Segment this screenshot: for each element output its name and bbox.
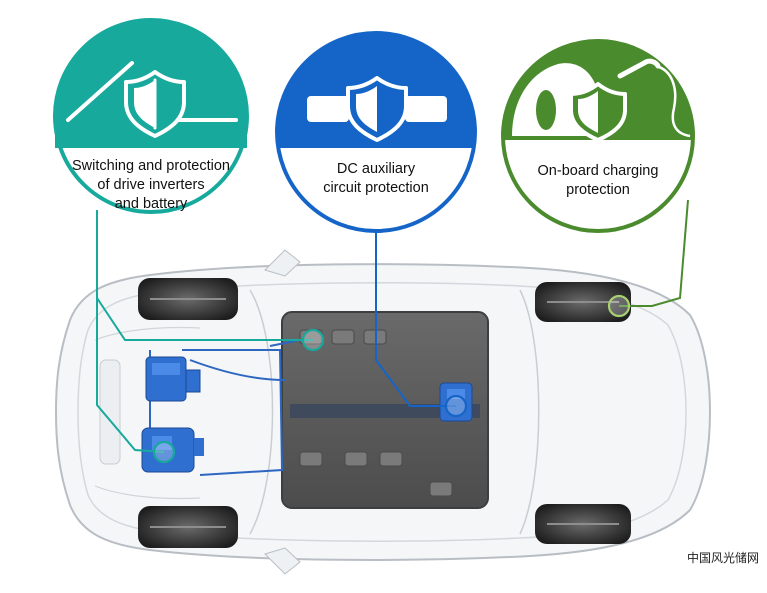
charger-shield-icon — [512, 58, 691, 142]
callout-label-charging: On-board charging protection — [520, 162, 676, 200]
label-line: DC auxiliary — [336, 161, 416, 177]
label-line: Switching and protection — [72, 158, 230, 174]
marker-inverter — [152, 440, 176, 464]
marker-charger — [607, 294, 631, 318]
label-line: circuit protection — [323, 180, 429, 196]
switch-shield-icon — [66, 61, 238, 138]
label-line: protection — [566, 182, 630, 198]
marker-battery — [301, 328, 325, 352]
callout-label-dc-aux: DC auxiliary circuit protection — [296, 160, 456, 198]
leader-lines — [96, 199, 689, 453]
label-line: of drive inverters — [97, 177, 205, 193]
watermark: 中国风光储网 — [686, 551, 759, 565]
marker-dc-aux — [444, 394, 468, 418]
leader-green — [619, 199, 689, 307]
callout-dc-aux — [275, 31, 477, 233]
leader-teal-inverter — [96, 210, 165, 453]
target-markers — [152, 294, 631, 464]
drive-inverter-module — [145, 356, 201, 402]
leader-blue — [375, 230, 456, 407]
callout-label-switching: Switching and protection of drive invert… — [60, 157, 242, 214]
fuse-shield-icon — [307, 76, 447, 142]
callout-charging — [501, 39, 695, 233]
label-line: and battery — [114, 196, 188, 212]
callout-switching — [53, 18, 249, 214]
car-xray — [54, 249, 712, 575]
label-line: On-board charging — [537, 163, 659, 179]
